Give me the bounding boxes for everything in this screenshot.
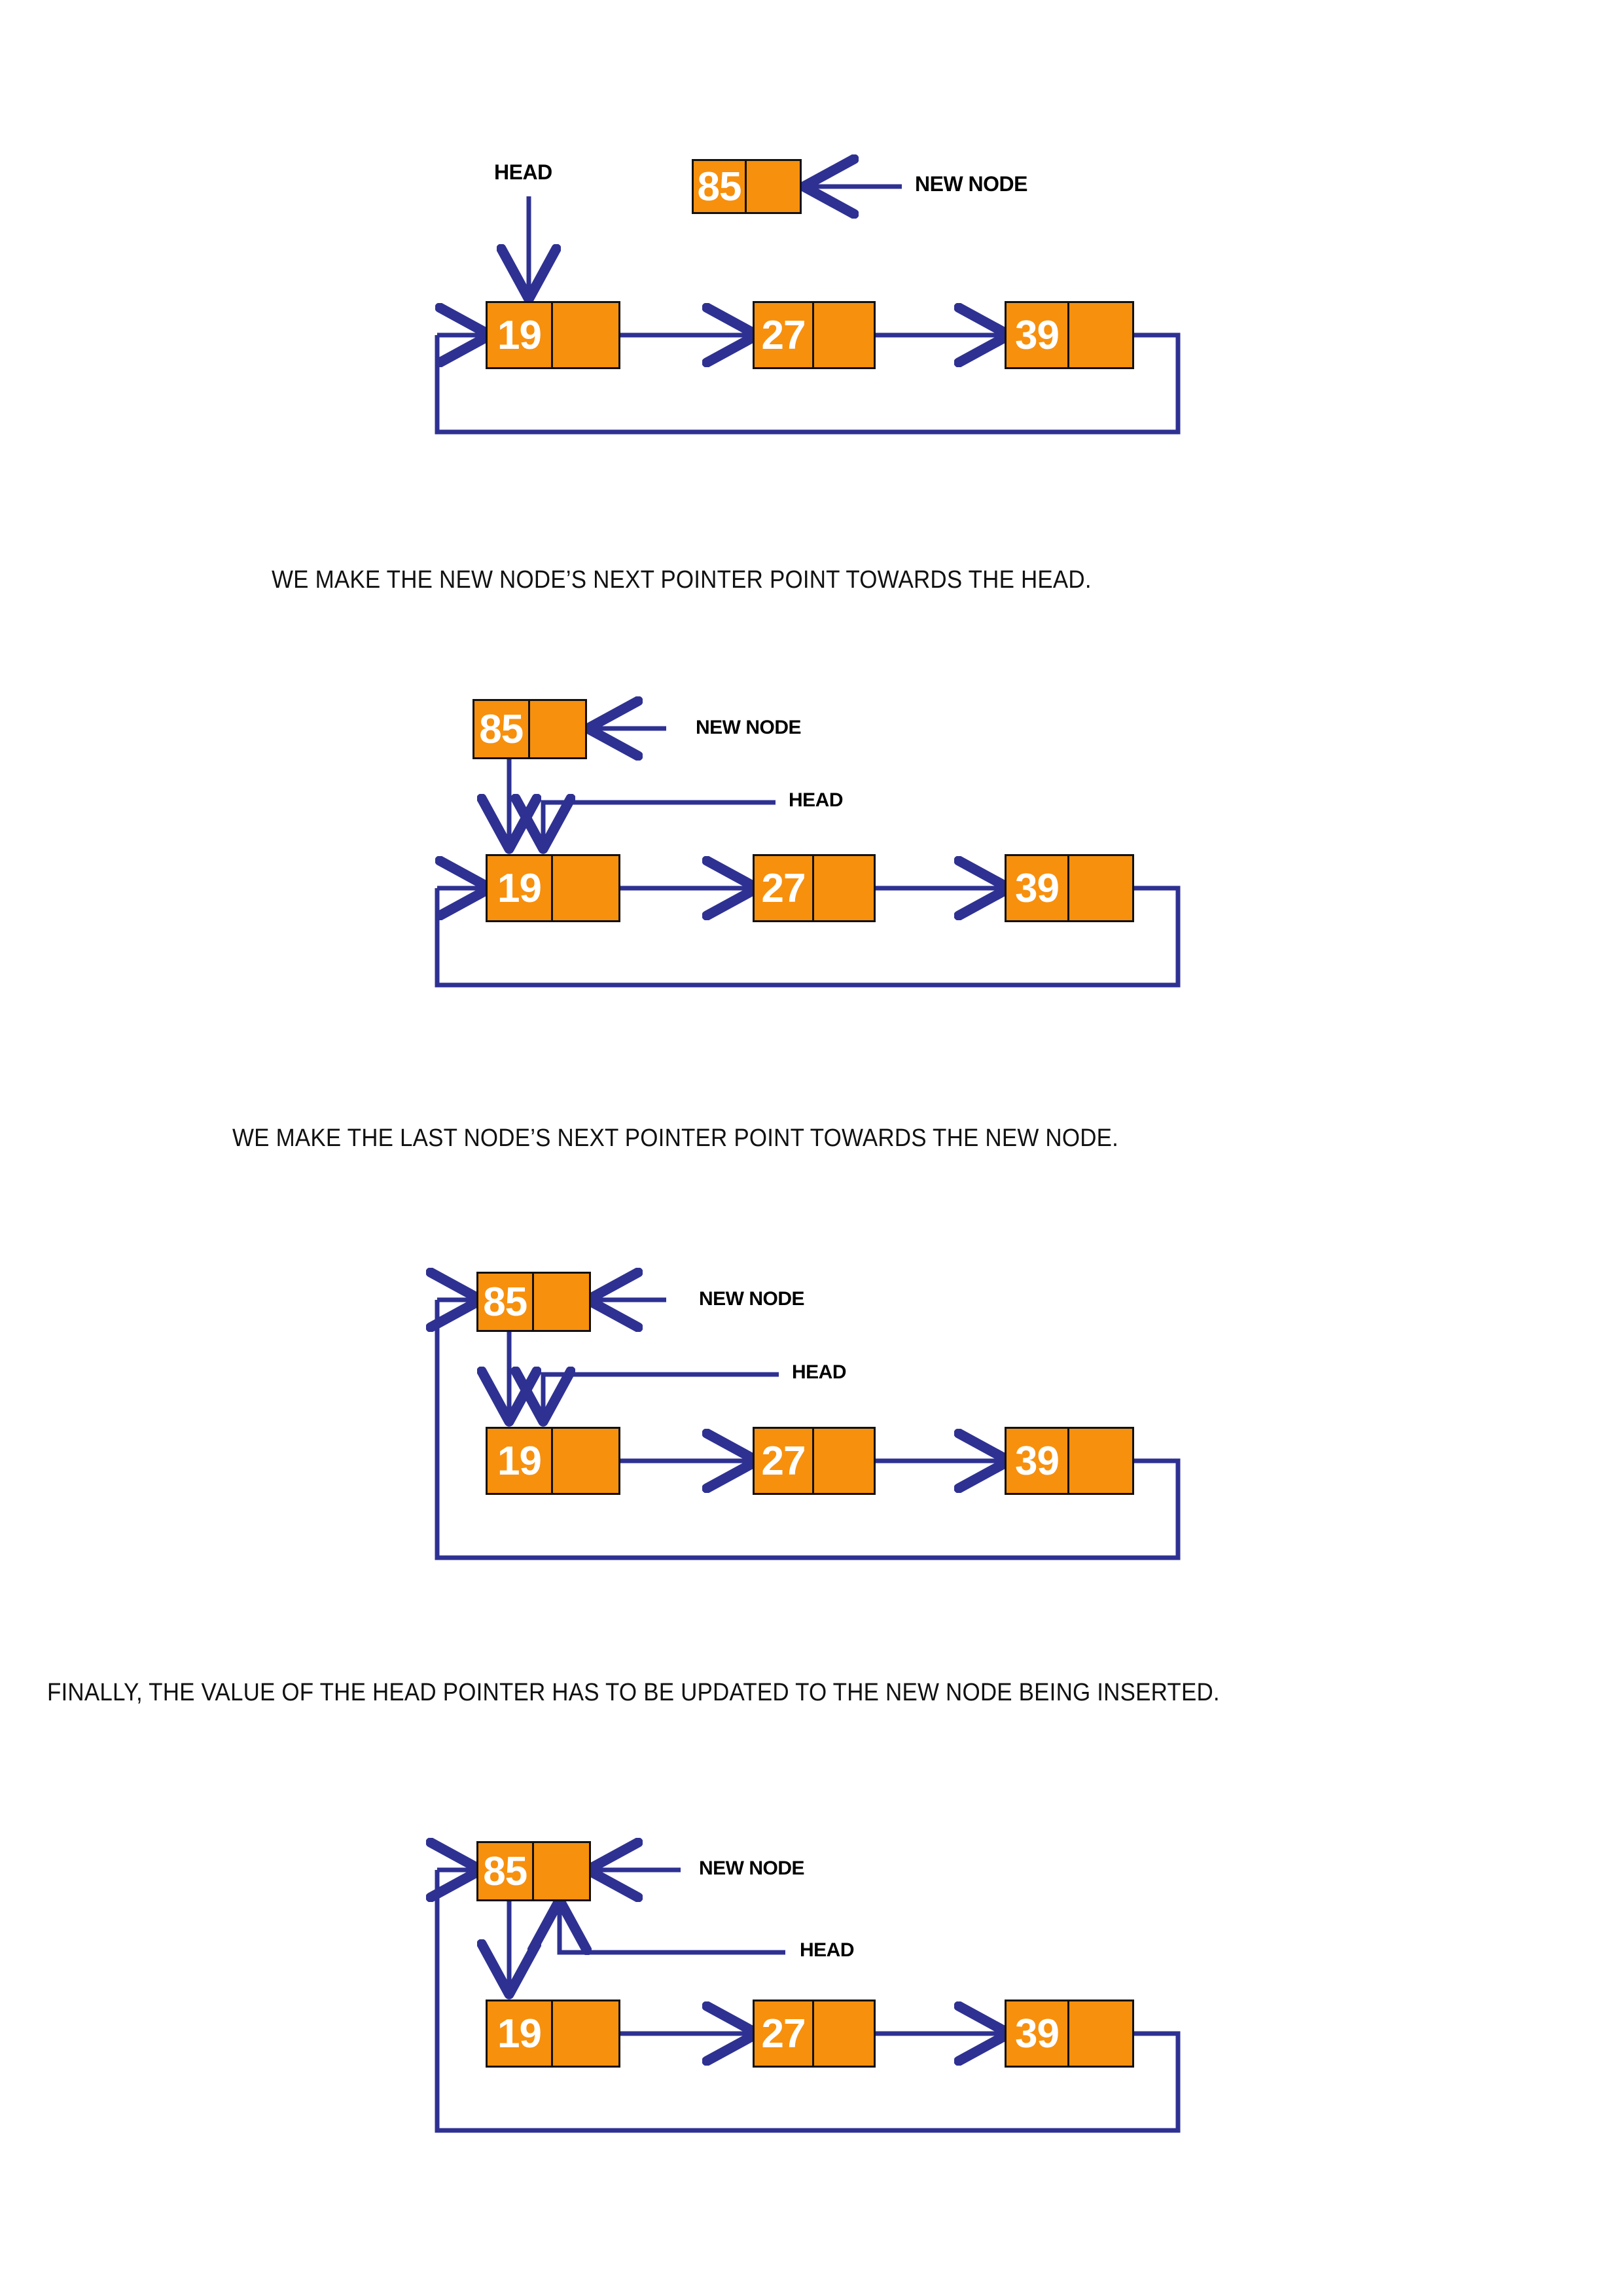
node-next-cell (1069, 1429, 1132, 1493)
step3-new-node-label: NEW NODE (699, 1288, 805, 1310)
step1-new-node-85: 85 (692, 159, 802, 214)
node-next-cell (553, 303, 618, 367)
node-next-cell (1069, 856, 1132, 920)
node-data-cell: 19 (488, 303, 553, 367)
node-next-cell (747, 161, 800, 212)
node-data-cell: 19 (488, 1429, 553, 1493)
step2-node-19: 19 (486, 854, 620, 922)
node-data-cell: 19 (488, 856, 553, 920)
step4-head-label: HEAD (800, 1939, 855, 1961)
node-data-cell: 39 (1007, 303, 1069, 367)
node-data-cell: 27 (755, 303, 814, 367)
step3-new-node-85: 85 (476, 1272, 591, 1332)
step4-node-19: 19 (486, 2000, 620, 2068)
node-data-cell: 85 (694, 161, 747, 212)
step1-circular-link-39-19 (435, 335, 1181, 435)
step4-node-27: 27 (753, 2000, 876, 2068)
node-data-cell: 27 (755, 856, 814, 920)
node-data-cell: 39 (1007, 1429, 1069, 1493)
step4-head-pointer-to-new-node (560, 1905, 785, 1952)
node-data-cell: 19 (488, 2001, 553, 2066)
node-data-cell: 85 (478, 1843, 534, 1899)
node-next-cell (1069, 303, 1132, 367)
caption-step-2: WE MAKE THE NEW NODE’S NEXT POINTER POIN… (272, 566, 1092, 594)
step3-head-label: HEAD (792, 1361, 847, 1383)
step3-circular-link-39-85 (437, 1300, 1181, 1560)
step2-new-node-label: NEW NODE (696, 717, 802, 738)
step1-node-19: 19 (486, 301, 620, 369)
step3-node-39: 39 (1005, 1427, 1134, 1495)
step2-node-27: 27 (753, 854, 876, 922)
node-next-cell (553, 2001, 618, 2066)
node-data-cell: 85 (474, 701, 530, 757)
node-next-cell (814, 2001, 874, 2066)
step4-circular-link-39-85 (437, 1870, 1181, 2133)
step2-node-39: 39 (1005, 854, 1134, 922)
step4-new-node-label: NEW NODE (699, 1857, 805, 1879)
caption-step-4: FINALLY, THE VALUE OF THE HEAD POINTER H… (47, 1679, 1220, 1706)
step2-head-label: HEAD (789, 789, 844, 811)
step3-node-19: 19 (486, 1427, 620, 1495)
step1-node-39: 39 (1005, 301, 1134, 369)
node-data-cell: 39 (1007, 2001, 1069, 2066)
step3-node-27: 27 (753, 1427, 876, 1495)
node-data-cell: 85 (478, 1274, 534, 1330)
step4-new-node-85: 85 (476, 1841, 591, 1901)
step2-new-node-85: 85 (473, 699, 587, 759)
node-next-cell (814, 1429, 874, 1493)
step2-head-pointer (543, 802, 776, 844)
node-next-cell (1069, 2001, 1132, 2066)
node-next-cell (534, 1843, 590, 1899)
node-next-cell (530, 701, 586, 757)
step1-node-27: 27 (753, 301, 876, 369)
node-next-cell (534, 1274, 590, 1330)
step1-head-label: HEAD (494, 160, 552, 184)
node-data-cell: 39 (1007, 856, 1069, 920)
caption-step-3: WE MAKE THE LAST NODE’S NEXT POINTER POI… (232, 1124, 1119, 1152)
node-next-cell (553, 856, 618, 920)
node-next-cell (814, 303, 874, 367)
node-next-cell (553, 1429, 618, 1493)
step2-circular-link-39-19 (435, 888, 1181, 988)
step3-head-pointer (543, 1374, 779, 1417)
step1-new-node-label: NEW NODE (915, 172, 1028, 196)
node-next-cell (814, 856, 874, 920)
step4-node-39: 39 (1005, 2000, 1134, 2068)
node-data-cell: 27 (755, 1429, 814, 1493)
node-data-cell: 27 (755, 2001, 814, 2066)
